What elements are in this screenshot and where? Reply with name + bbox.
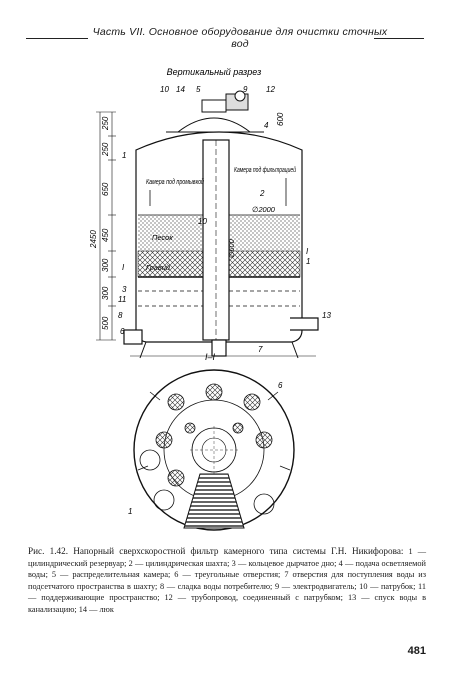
callout-3: 3 bbox=[122, 285, 127, 294]
callout-13: 13 bbox=[322, 311, 331, 320]
callout-1-top: 1 bbox=[122, 151, 126, 160]
callout-1-plan: 1 bbox=[128, 507, 132, 516]
callout-10-top: 10 bbox=[160, 85, 169, 94]
callout-5: 5 bbox=[196, 85, 201, 94]
dim-300a: 300 bbox=[101, 258, 110, 272]
dim-300b: 300 bbox=[101, 286, 110, 300]
callout-10-mid: 10 bbox=[198, 217, 207, 226]
page-number: 481 bbox=[407, 645, 426, 657]
label-gravel: Гравий bbox=[146, 263, 170, 272]
callout-12: 12 bbox=[266, 85, 275, 94]
callout-4: 4 bbox=[264, 121, 269, 130]
header-rule-left bbox=[26, 38, 88, 39]
label-d2000: ∅2000 bbox=[252, 205, 276, 214]
caption-lead: Рис. 1.42. Напорный сверхскоростной филь… bbox=[28, 546, 404, 556]
callout-numbers: 10 14 5 9 12 4 1 2 10 1 3 11 8 6 13 7 I … bbox=[118, 85, 331, 354]
callout-11: 11 bbox=[118, 295, 126, 304]
header-title: Часть VII. Основное оборудование для очи… bbox=[92, 26, 388, 50]
dim-650: 650 bbox=[101, 182, 110, 196]
callout-1-mid: 1 bbox=[306, 257, 310, 266]
dim-2450: 2450 bbox=[89, 230, 98, 249]
dimension-chain-left bbox=[96, 111, 116, 341]
inner-labels: Камера под промывкой Камера под фильтрац… bbox=[146, 165, 296, 272]
callout-14: 14 bbox=[176, 85, 185, 94]
label-chamber-filter: Камера под фильтрацией bbox=[234, 165, 296, 174]
caption-legend: 1 — цилиндрический резервуар; 2 — цилинд… bbox=[28, 547, 426, 614]
filter-cap bbox=[166, 90, 264, 133]
dim-250a: 250 bbox=[101, 116, 110, 131]
label-d600: ∅600 bbox=[227, 238, 236, 258]
callout-8: 8 bbox=[118, 311, 123, 320]
dim-600: 600 bbox=[276, 112, 285, 126]
callout-2: 2 bbox=[259, 189, 265, 198]
figure-caption: Рис. 1.42. Напорный сверхскоростной филь… bbox=[28, 546, 426, 616]
dim-500: 500 bbox=[101, 316, 110, 330]
label-sand: Песок bbox=[152, 233, 173, 242]
cylindrical-tank bbox=[123, 131, 319, 359]
dim-250b: 250 bbox=[101, 142, 110, 157]
section-title: Вертикальный разрез bbox=[167, 67, 262, 77]
section-mark-I2: I bbox=[306, 247, 309, 256]
callout-7: 7 bbox=[258, 345, 263, 354]
plan-view bbox=[133, 369, 295, 531]
label-chamber-wash: Камера под промывкой bbox=[146, 177, 204, 186]
running-header: Часть VII. Основное оборудование для очи… bbox=[26, 24, 430, 50]
dimension-labels-left: 250 250 650 450 300 300 500 2450 600 bbox=[89, 112, 285, 330]
callout-6-plan: 6 bbox=[278, 381, 283, 390]
section-mark-I: I bbox=[122, 263, 125, 272]
header-rule-right bbox=[374, 38, 424, 39]
section-mark: I–I bbox=[205, 352, 216, 362]
callout-9: 9 bbox=[243, 85, 248, 94]
dim-450: 450 bbox=[101, 228, 110, 242]
filter-drawing: Вертикальный разрез bbox=[89, 67, 331, 531]
plan-callouts: 6 1 bbox=[128, 381, 283, 516]
callout-6-mid: 6 bbox=[120, 327, 125, 336]
